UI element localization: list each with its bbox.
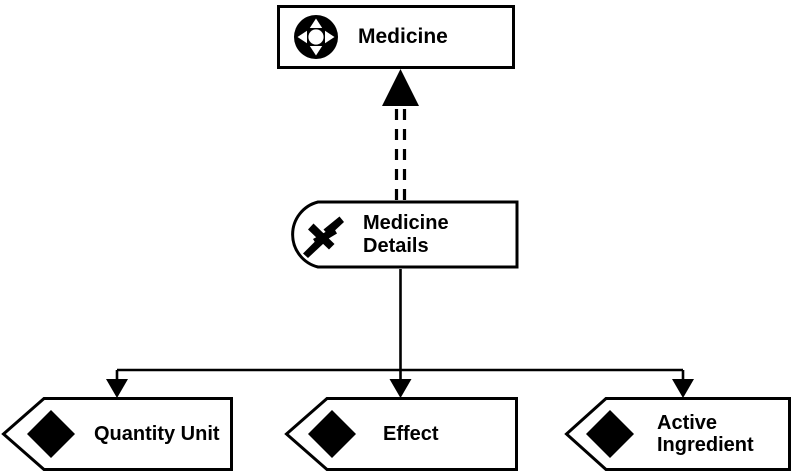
node-medicine[interactable]: Medicine (277, 5, 515, 69)
connector-medicine-details-to-active-ingredient (672, 370, 694, 398)
node-active-ingredient[interactable]: Active Ingredient (565, 397, 791, 471)
node-quantity-unit-label: Quantity Unit (94, 422, 220, 445)
medicine-details-box-outline (291, 200, 519, 269)
active-ingredient-box-outline (564, 397, 791, 471)
filled-diamond-icon (307, 409, 357, 459)
arrowhead-triangle-down-left (106, 379, 128, 398)
node-effect-label: Effect (383, 422, 439, 445)
node-active-ingredient-label: Active Ingredient (657, 411, 754, 456)
arrowhead-triangle-down-right (672, 379, 694, 398)
connector-medicine-details-to-medicine (382, 69, 419, 200)
effect-box-outline (284, 397, 518, 471)
connector-medicine-details-to-effect (389, 370, 412, 398)
filled-diamond-icon (26, 409, 76, 459)
arrowhead-triangle-down-middle (389, 379, 412, 398)
move-compass-icon (293, 14, 339, 60)
filled-diamond-icon (585, 409, 635, 459)
quantity-unit-box-outline (1, 397, 233, 471)
arrowhead-triangle-up (382, 69, 419, 106)
node-effect[interactable]: Effect (285, 397, 518, 471)
connector-medicine-details-to-quantity-unit (106, 370, 128, 398)
node-medicine-details-label: Medicine Details (363, 212, 449, 257)
satellite-star-icon (299, 211, 347, 259)
node-medicine-label: Medicine (358, 25, 448, 49)
node-quantity-unit[interactable]: Quantity Unit (2, 397, 233, 471)
node-medicine-details[interactable]: Medicine Details (283, 200, 518, 269)
